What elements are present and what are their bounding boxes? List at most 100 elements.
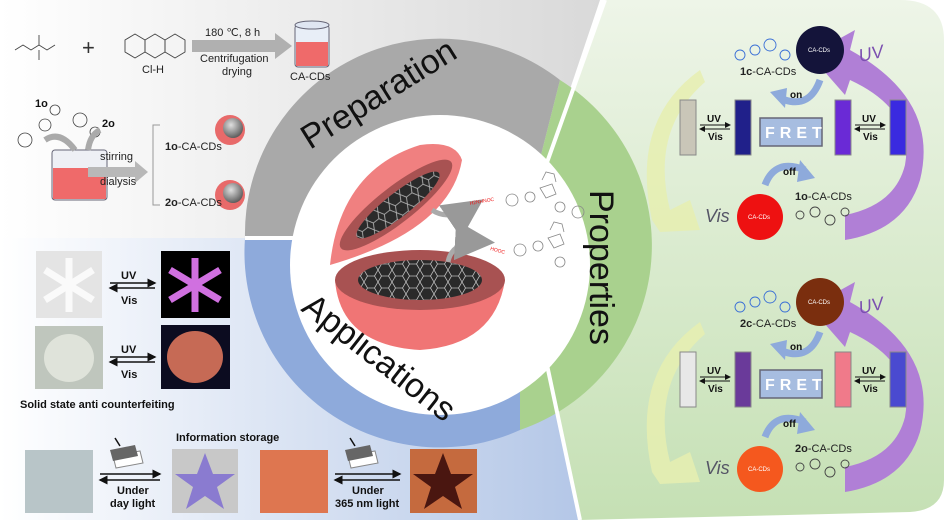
big-uv-arrow [810, 30, 924, 240]
closed-form-label: 2c-CA-CDs [740, 318, 797, 330]
product-1o-suffix: -CA-CDs [178, 141, 222, 153]
paper-blank [25, 450, 93, 513]
nm-light-label: 365 nm light [335, 498, 400, 510]
paper-star-purple [172, 449, 238, 513]
on-label: on [790, 342, 802, 353]
product-2o-suffix: -CA-CDs [178, 197, 222, 209]
open-molecule [795, 206, 850, 226]
vis-label-left: Vis [708, 384, 723, 395]
vial-4 [889, 351, 907, 408]
fret-label: FRET [765, 125, 827, 142]
plus-sign: + [82, 35, 95, 60]
off-label: off [783, 419, 796, 430]
on-arrow [783, 78, 824, 106]
cd-open [737, 446, 783, 492]
uv-label-left: UV [707, 366, 721, 377]
big-vis-arrow [646, 322, 705, 484]
on-arrowhead [770, 340, 787, 360]
big-uv-arrow [810, 282, 924, 492]
beaker-ca-cds [294, 20, 330, 68]
big-vis-label: Vis [705, 458, 730, 478]
on-arrow [783, 330, 824, 358]
uv-label-left: UV [707, 114, 721, 125]
vis-label-right: Vis [863, 384, 878, 395]
cd-open-label: CA-CDs [748, 215, 770, 221]
under-day-label: Under [117, 485, 150, 497]
vial-4 [889, 99, 907, 156]
reaction-conditions: 180 ℃, 8 h [205, 27, 260, 39]
vial-3 [834, 99, 852, 156]
cd-closed [796, 278, 844, 326]
top-link-label: H2NHNOC [469, 197, 495, 207]
compound-2o-label: 2o [102, 118, 115, 130]
info-storage-title: Information storage [176, 432, 279, 444]
neutral-red-structure [124, 33, 186, 59]
properties-cycle-1o: UVVisCA-CDs1c-CA-CDsonUVVisUVVisFREToffC… [646, 26, 924, 240]
mask-icon-2 [345, 437, 379, 469]
rose-before [35, 326, 103, 389]
mask-icon-1 [110, 437, 144, 469]
cd-closed [796, 26, 844, 74]
product-2o-sphere [215, 180, 245, 210]
paper-star-dark [410, 449, 477, 513]
closed-molecule [734, 38, 791, 61]
dithienylethene-molecule-top [505, 171, 585, 219]
product-1o-prefix: 1o [165, 141, 178, 153]
beaker-mixing [43, 127, 108, 201]
cd-open [737, 194, 783, 240]
product-1o-label: 1o-CA-CDs [165, 141, 222, 153]
on-label: on [790, 90, 802, 101]
vial-1 [679, 99, 697, 156]
product-label: CA-CDs [290, 71, 331, 83]
closed-molecule [734, 290, 791, 313]
big-vis-label: Vis [705, 206, 730, 226]
dithienylethene-molecule-bottom [513, 221, 566, 268]
snowflake-after [161, 251, 230, 318]
uv-vis-switch-2: UV Vis [108, 344, 157, 381]
open-form-label: 1o-CA-CDs [795, 191, 852, 203]
citric-acid-structure [14, 35, 56, 60]
step-dialysis: dialysis [100, 176, 137, 188]
snowflake-before [36, 251, 102, 318]
product-bracket [152, 124, 160, 206]
rose-after [161, 325, 230, 389]
off-arrowhead [797, 160, 815, 182]
mixing-arrow [88, 161, 148, 183]
product-1o-sphere [215, 115, 245, 145]
uv-label-1: UV [121, 270, 137, 282]
link-arrow-bottom [445, 220, 495, 263]
open-form-label: 2o-CA-CDs [795, 443, 852, 455]
reaction-arrow [192, 33, 292, 59]
cd-closed-label: CA-CDs [808, 48, 830, 54]
bottom-link-label: HOOC [489, 246, 505, 256]
cd-closed-label: CA-CDs [808, 300, 830, 306]
vis-label-2: Vis [121, 369, 137, 381]
closed-form-label: 1c-CA-CDs [740, 66, 797, 78]
vis-label-left: Vis [708, 132, 723, 143]
uv-label-right: UV [862, 366, 876, 377]
fret-label: FRET [765, 377, 827, 394]
open-molecule [795, 458, 850, 478]
cd-open-label: CA-CDs [748, 467, 770, 473]
compound-1o-label: 1o [35, 98, 48, 110]
paper-orange [260, 450, 328, 513]
big-vis-arrow [646, 70, 705, 232]
uv-label-2: UV [121, 344, 137, 356]
link-arrow-top [430, 199, 484, 239]
product-2o-prefix: 2o [165, 197, 178, 209]
vial-2 [734, 99, 752, 156]
vial-2 [734, 351, 752, 408]
fret-box [759, 117, 823, 147]
off-arrowhead [797, 412, 815, 434]
carbon-dot-top-hemisphere [330, 144, 462, 265]
day-light-label: day light [110, 498, 156, 510]
uv-label-right: UV [862, 114, 876, 125]
properties-cycle-2o: UVVisCA-CDs2c-CA-CDsonUVVisUVVisFREToffC… [646, 278, 924, 492]
vial-1 [679, 351, 697, 408]
reaction-step-drying: drying [222, 66, 252, 78]
uv-vis-switch-1: UV Vis [108, 270, 157, 307]
carbon-dot-bottom-hemisphere [335, 250, 505, 350]
vis-label-1: Vis [121, 295, 137, 307]
reaction-step-centrifugation: Centrifugation [200, 53, 269, 65]
